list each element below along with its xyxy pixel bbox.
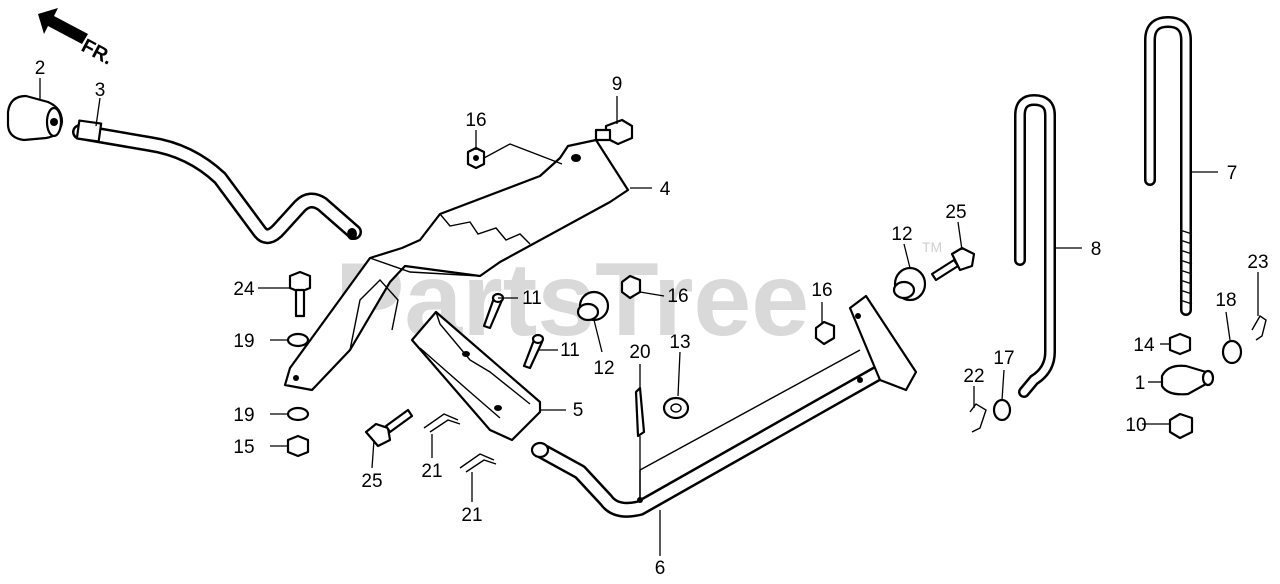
nut-10-part — [1168, 412, 1194, 440]
callout-12a: 12 — [593, 358, 614, 379]
callout-13: 13 — [669, 332, 690, 353]
pin-11a-part — [482, 292, 505, 330]
callout-8: 8 — [1091, 239, 1102, 260]
clip-21b-part — [459, 453, 497, 473]
callout-1: 1 — [1135, 373, 1146, 394]
callout-17: 17 — [993, 348, 1014, 369]
callout-15: 15 — [233, 437, 254, 458]
bolt-24-part — [288, 270, 312, 318]
callout-16c: 16 — [811, 280, 832, 301]
callout-23: 23 — [1247, 252, 1268, 273]
callout-19b: 19 — [233, 405, 254, 426]
callout-25b: 25 — [945, 202, 966, 223]
bolt-25b-part — [930, 246, 976, 282]
rod-joint-part — [1160, 364, 1215, 396]
washer-18-part — [1221, 339, 1243, 365]
callout-20: 20 — [629, 342, 650, 363]
clip-21a-part — [423, 413, 461, 433]
bolt-9-part — [594, 118, 634, 146]
washer-19a-part — [286, 332, 310, 348]
callout-2: 2 — [35, 58, 46, 79]
nut-16a-part — [466, 146, 486, 170]
callout-16a: 16 — [465, 110, 486, 131]
watermark-trademark: TM — [922, 239, 942, 255]
callout-16b: 16 — [667, 286, 688, 307]
washer-17-part — [992, 398, 1012, 422]
callout-3: 3 — [95, 80, 106, 101]
bushing-12b-part — [892, 266, 927, 302]
front-direction-arrow-icon — [38, 8, 88, 44]
callout-7: 7 — [1227, 163, 1238, 184]
handle-frame-part — [530, 294, 918, 518]
callout-5: 5 — [573, 400, 584, 421]
bolt-25a-part — [364, 408, 414, 448]
shift-knob-part — [6, 94, 64, 142]
pin-11b-part — [522, 333, 545, 370]
u-rod-part — [1014, 93, 1056, 398]
nut-16c-part — [814, 320, 836, 346]
guide-plate-part — [410, 310, 542, 442]
callout-22: 22 — [963, 366, 984, 387]
cotter-pin-20-part — [634, 386, 646, 438]
callout-25a: 25 — [361, 471, 382, 492]
callout-14: 14 — [1133, 335, 1155, 356]
callout-19a: 19 — [233, 331, 254, 352]
washer-13-part — [662, 396, 690, 420]
callout-11a: 11 — [522, 288, 542, 309]
callout-9: 9 — [612, 74, 623, 95]
callout-6: 6 — [655, 558, 666, 579]
callout-21b: 21 — [461, 505, 482, 526]
clip-22-part — [969, 403, 987, 433]
callout-21a: 21 — [421, 461, 442, 482]
callout-10: 10 — [1125, 415, 1146, 436]
clip-23-part — [1251, 315, 1267, 341]
shift-bracket-part — [283, 138, 630, 392]
leader-lines — [39, 78, 1259, 556]
callout-12b: 12 — [891, 224, 912, 245]
washer-19b-part — [286, 406, 310, 422]
nut-16b-part — [620, 274, 642, 300]
callout-18: 18 — [1215, 290, 1236, 311]
callout-24: 24 — [233, 279, 255, 300]
shift-lever-part — [72, 119, 362, 245]
long-u-rod-part — [1144, 15, 1193, 316]
nut-15-part — [286, 434, 310, 458]
callout-11b: 11 — [560, 340, 580, 361]
callout-4: 4 — [660, 179, 671, 200]
nut-14-part — [1168, 332, 1192, 356]
